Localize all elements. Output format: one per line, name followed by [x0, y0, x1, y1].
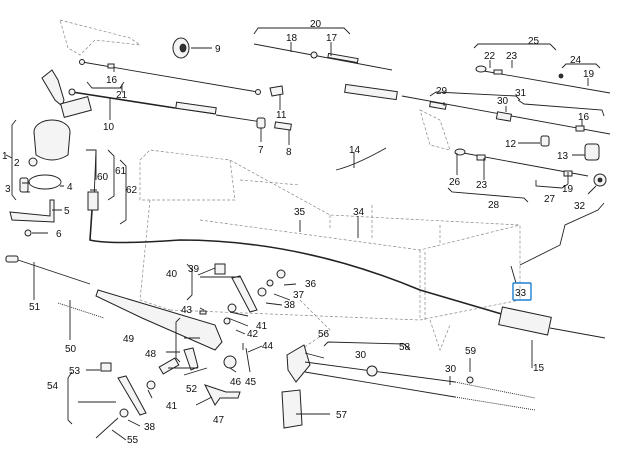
label-16-a: 16	[106, 75, 118, 86]
label-31: 31	[515, 88, 527, 99]
clip-11	[269, 85, 284, 97]
label-2: 2	[14, 158, 20, 169]
label-1: 1	[2, 151, 8, 162]
label-18: 18	[286, 33, 298, 44]
label-30-c: 30	[445, 364, 457, 375]
label-37: 37	[293, 290, 305, 301]
label-33: 33	[515, 288, 527, 299]
label-24: 24	[570, 55, 582, 66]
label-51: 51	[29, 302, 41, 313]
label-5: 5	[64, 206, 70, 217]
label-54: 54	[47, 381, 59, 392]
label-45: 45	[245, 377, 257, 388]
label-13: 13	[557, 151, 569, 162]
label-60: 60	[97, 172, 109, 183]
label-49: 49	[123, 334, 135, 345]
label-14: 14	[349, 145, 361, 156]
label-62: 62	[126, 185, 138, 196]
label-9: 9	[215, 44, 221, 55]
rod-51	[5, 255, 91, 285]
washers	[119, 269, 286, 418]
label-28: 28	[488, 200, 500, 211]
label-61: 61	[115, 166, 127, 177]
label-52: 52	[186, 384, 198, 395]
label-57: 57	[336, 410, 348, 421]
label-40: 40	[166, 269, 178, 280]
cable-25	[475, 65, 611, 94]
clip-12	[540, 135, 550, 147]
label-43: 43	[181, 305, 193, 316]
labels: 1 2 3 4 5 6 7 8 9 10 11 12 13 14 15 16 1…	[2, 19, 595, 446]
tube-33	[519, 202, 605, 266]
small-parts-handbrake	[95, 310, 244, 439]
label-23-a: 23	[506, 51, 518, 62]
label-32: 32	[574, 201, 586, 212]
label-41-b: 41	[166, 401, 178, 412]
label-46: 46	[230, 377, 242, 388]
bolt-8	[274, 121, 292, 131]
label-48: 48	[145, 349, 157, 360]
label-22: 22	[484, 51, 496, 62]
leader-lines	[5, 27, 605, 441]
label-47: 47	[213, 415, 225, 426]
label-21: 21	[116, 90, 128, 101]
label-58: 58	[399, 342, 411, 353]
label-55: 55	[127, 435, 139, 446]
label-29: 29	[436, 86, 448, 97]
label-6: 6	[56, 229, 62, 240]
label-17: 17	[326, 33, 338, 44]
truck-body-outline	[59, 19, 521, 352]
grommet-9	[172, 37, 190, 59]
label-16-b: 16	[578, 112, 590, 123]
speedometer-assembly	[9, 119, 71, 237]
label-38-b: 38	[144, 422, 156, 433]
label-15: 15	[533, 363, 545, 374]
label-36: 36	[305, 279, 317, 290]
label-7: 7	[258, 145, 264, 156]
cable-20	[253, 43, 393, 71]
label-41-a: 41	[256, 321, 268, 332]
cable-58	[281, 344, 536, 429]
highlight-box	[512, 282, 532, 301]
label-39: 39	[188, 264, 200, 275]
label-30-a: 30	[497, 96, 509, 107]
label-3: 3	[5, 184, 11, 195]
lever-49	[95, 289, 223, 351]
label-11: 11	[276, 110, 287, 121]
label-25: 25	[528, 36, 540, 47]
label-20: 20	[310, 19, 322, 30]
spring-14	[335, 147, 387, 171]
cable-10	[68, 88, 263, 123]
label-42: 42	[247, 329, 259, 340]
label-34: 34	[353, 207, 365, 218]
label-38-a: 38	[284, 300, 296, 311]
label-30-b: 30	[355, 350, 367, 361]
label-26: 26	[449, 177, 461, 188]
clamp-7	[256, 117, 266, 129]
label-35: 35	[294, 207, 306, 218]
label-53: 53	[69, 366, 81, 377]
label-59: 59	[465, 346, 477, 357]
label-27: 27	[544, 194, 556, 205]
label-19-a: 19	[583, 69, 595, 80]
label-23-b: 23	[476, 180, 488, 191]
label-50: 50	[65, 344, 77, 355]
label-4: 4	[67, 182, 73, 193]
label-44: 44	[262, 341, 274, 352]
pedal-arm	[41, 69, 92, 118]
label-19-b: 19	[562, 184, 574, 195]
label-12: 12	[505, 139, 517, 150]
spring-14-top	[344, 83, 398, 101]
cable-21	[79, 59, 261, 95]
label-10: 10	[103, 122, 115, 133]
cable-31	[401, 95, 611, 135]
bracket-40	[214, 263, 258, 313]
label-8: 8	[286, 147, 292, 158]
spring-50	[57, 302, 105, 319]
label-56: 56	[318, 329, 330, 340]
grommet-32	[593, 173, 607, 187]
bracket-13	[584, 143, 600, 161]
